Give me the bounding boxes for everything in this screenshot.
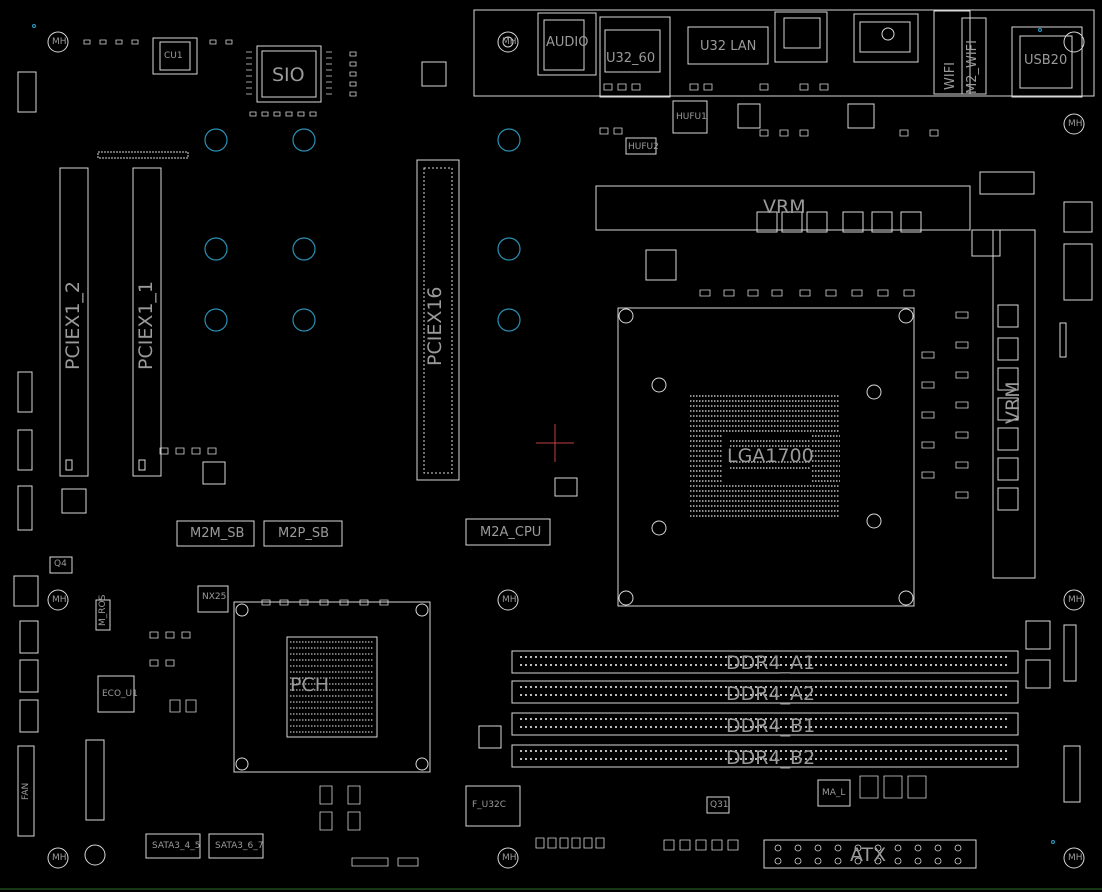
sata1-label: SATA3_4_5 [152,841,201,851]
small-chip-cluster-8 [737,103,761,129]
mh-label-1: MH [52,37,67,47]
usb20-port [1011,26,1083,98]
mh-label-2: MH [1068,119,1083,129]
sata2-label: SATA3_6_7 [215,841,264,851]
mh-label-5: MH [1068,595,1083,605]
small-chip-cluster-7 [554,477,578,497]
m2a-cpu-slot [465,518,551,546]
wifi-module [933,10,971,95]
pciex1-1-slot [132,167,162,477]
vrm-label-top: VRM [763,196,806,218]
m2m-sb-label: M2M_SB [190,526,245,541]
hufu1-chip [672,100,708,134]
nx25-chip [197,585,229,613]
audio-label: AUDIO [546,35,589,50]
hufu1-label: HUFU1 [676,112,707,122]
screw-holes [47,31,1085,869]
u32-lan-label: U32 LAN [700,39,757,54]
f-u32c-label: F_U32C [472,800,507,810]
small-chip-cluster-6 [478,725,502,749]
hufu2-chip [625,137,657,155]
small-chip-cluster-2 [847,103,875,129]
ddr4-a1-label: DDR4_A1 [726,652,816,674]
mounting-holes [31,23,1056,845]
m2-wifi-label: M2_WIFI [965,40,980,94]
u32-port [687,26,769,65]
vrm-label-side: VRM [1002,381,1024,424]
q4-chip [49,556,73,574]
lga1700-label: LGA1700 [727,445,814,467]
pch-label: PCH [290,674,330,696]
ddr-slots [511,650,1019,768]
hufu2-label: HUFU2 [628,142,659,152]
pciex16-slot [416,159,460,481]
m2a-cpu-label: M2A_CPU [480,525,542,540]
ddr4-b1-label: DDR4_B1 [726,715,816,737]
cu1-label: CU1 [164,51,183,61]
dp-hdmi-port [853,13,919,63]
vrm-block [595,185,1036,579]
m2p-sb-label: M2P_SB [278,526,329,541]
small-chip-cluster-5 [61,488,87,514]
audio-jack [537,12,597,76]
mh-label-3: MH [52,595,67,605]
m2-left-label: M_ROS [98,594,108,626]
sio-label: SIO [272,64,305,86]
cpu-pin-field [690,395,840,517]
mh-label-4: MH [502,595,517,605]
ec-chip [97,675,135,713]
u32-60-label: U32_60 [606,51,656,66]
pciex1-1-label: PCIEX1_1 [135,280,157,370]
nx25-label: NX25 [202,592,227,602]
small-chip-cluster-4 [202,461,226,485]
small-chip-cluster-1 [421,61,447,87]
f-u32c-chip [465,785,521,827]
ddr4-a2-label: DDR4_A2 [726,683,816,705]
q31-label: Q31 [710,800,729,810]
sio-chip [246,45,332,103]
q4-label: Q4 [54,559,67,569]
ma-l-label: MA_L [822,788,846,798]
pciex1-2-slot [59,167,89,477]
sata-connector-1 [145,833,201,859]
mh-label-9: MH [502,37,517,47]
crosshair-marker [536,424,574,462]
pch-chip [233,601,431,773]
pciex16-label: PCIEX16 [424,286,446,366]
mh-label-6: MH [52,853,67,863]
ma-l-chip [817,779,851,807]
right-connectors [979,171,1093,803]
ec-label: ECO_U1 [102,689,138,699]
left-connectors [13,71,111,837]
sata-connector-2 [208,833,264,859]
ddr4-b2-label: DDR4_B2 [726,747,816,769]
m2p-sb-slot [263,520,343,547]
mh-label-8: MH [1068,853,1083,863]
q31-chip [706,796,730,814]
lan-usb-port [599,16,671,98]
m2m-sb-slot [176,520,255,547]
pciex1-2-label: PCIEX1_2 [62,280,84,370]
rear-io-area [473,9,1095,98]
atx-connector [763,839,977,869]
small-components [83,39,969,867]
usb20-label: USB20 [1024,53,1068,68]
atx-label: ATX [850,844,887,866]
cu1-chip [152,37,198,75]
fan-label: FAN [21,782,31,800]
pcie-top-bar [97,151,189,159]
cpu-socket [617,307,915,607]
mh-label-7: MH [502,853,517,863]
small-chip-cluster-3 [645,249,677,281]
wifi-label: WIFI [943,62,958,90]
